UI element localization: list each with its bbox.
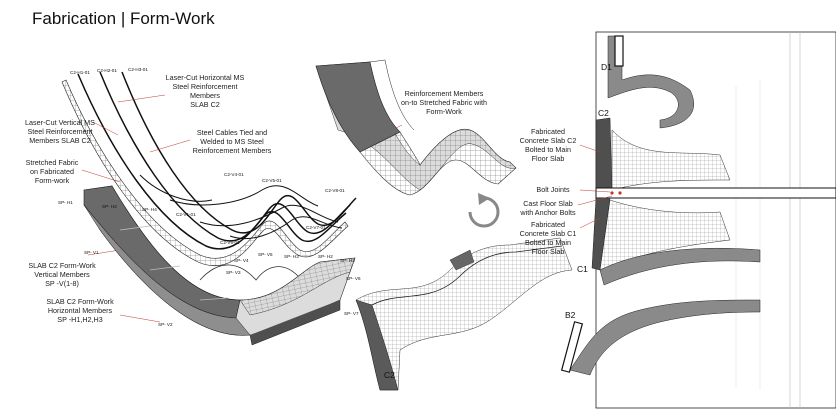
tag-c2-v5: C2-V5-01 bbox=[262, 178, 282, 183]
label-c1: C1 bbox=[577, 264, 588, 274]
svg-text:SLAB C2 Form-Work: SLAB C2 Form-Work bbox=[46, 297, 114, 306]
svg-text:Reinforcement Members: Reinforcement Members bbox=[405, 89, 484, 98]
tag-c2-v4: C2-V4-01 bbox=[224, 172, 244, 177]
svg-text:Fabricated: Fabricated bbox=[531, 220, 565, 229]
label-d1: D1 bbox=[601, 62, 612, 72]
svg-text:Concrete Slab C1: Concrete Slab C1 bbox=[520, 229, 577, 238]
tag-c2-h3: C2-H3-01 bbox=[128, 67, 148, 72]
svg-text:on-to Stretched Fabric with: on-to Stretched Fabric with bbox=[401, 98, 487, 107]
svg-text:Bolted to Main: Bolted to Main bbox=[525, 238, 571, 247]
tag-sp-hm: SP- H4 bbox=[142, 207, 157, 212]
svg-text:Floor Slab: Floor Slab bbox=[532, 154, 565, 163]
tag-sp-h1: SP- H1 bbox=[58, 200, 73, 205]
tag-c2-v8: C2-V8-01 bbox=[325, 188, 345, 193]
annotation-formwork-vertical: SLAB C2 Form-Work Vertical Members SP -V… bbox=[28, 261, 96, 288]
svg-text:Stretched Fabric: Stretched Fabric bbox=[26, 158, 79, 167]
svg-text:SLAB C2: SLAB C2 bbox=[190, 100, 220, 109]
svg-text:on Fabricated: on Fabricated bbox=[30, 167, 74, 176]
svg-text:Cast Floor Slab: Cast Floor Slab bbox=[523, 199, 573, 208]
label-c2-model: C2 bbox=[384, 370, 395, 380]
annotation-formwork-horizontal: SLAB C2 Form-Work Horizontal Members SP … bbox=[46, 297, 114, 324]
reinforcement-cage bbox=[61, 71, 357, 267]
tag-c2-v1: C2-V1-01 bbox=[176, 212, 196, 217]
annotation-cast-floor-slab: Cast Floor Slab with Anchor Bolts bbox=[519, 199, 576, 217]
svg-text:Laser-Cut Vertical MS: Laser-Cut Vertical MS bbox=[25, 118, 95, 127]
svg-text:Bolt Joints: Bolt Joints bbox=[536, 185, 570, 194]
svg-text:Form-Work: Form-Work bbox=[426, 107, 462, 116]
building-section bbox=[560, 31, 836, 409]
annotation-bolt-joints: Bolt Joints bbox=[536, 185, 570, 194]
svg-text:Horizontal Members: Horizontal Members bbox=[48, 306, 113, 315]
tag-sp-h2: SP- H2 bbox=[102, 204, 117, 209]
tag-sp-v2: SP- V2 bbox=[158, 322, 173, 327]
page-title: Fabrication | Form-Work bbox=[32, 9, 215, 28]
tag-c2-h2: C2-H2-01 bbox=[97, 68, 117, 73]
tag-sp-h3: SP- H3 bbox=[284, 254, 299, 259]
svg-text:Members SLAB C2: Members SLAB C2 bbox=[29, 136, 91, 145]
tag-sp-v6: SP- V6 bbox=[346, 276, 361, 281]
tag-sp-v1: SP- V1 bbox=[84, 250, 99, 255]
slab-c2-model bbox=[355, 237, 573, 391]
svg-text:SP -H1,H2,H3: SP -H1,H2,H3 bbox=[57, 315, 102, 324]
svg-text:with Anchor Bolts: with Anchor Bolts bbox=[519, 208, 576, 217]
svg-text:Bolted to Main: Bolted to Main bbox=[525, 145, 571, 154]
svg-text:Form-work: Form-work bbox=[35, 176, 70, 185]
svg-text:Fabricated: Fabricated bbox=[531, 127, 565, 136]
label-b2: B2 bbox=[565, 310, 576, 320]
annotation-fabricated-c2: Fabricated Concrete Slab C2 Bolted to Ma… bbox=[520, 127, 577, 163]
annotation-reinforcement-onto-fabric: Reinforcement Members on-to Stretched Fa… bbox=[401, 89, 487, 116]
svg-text:Welded to MS Steel: Welded to MS Steel bbox=[200, 137, 264, 146]
svg-text:Floor Slab: Floor Slab bbox=[532, 247, 565, 256]
svg-text:Steel Cables Tied and: Steel Cables Tied and bbox=[197, 128, 267, 137]
rotate-arrow-icon bbox=[468, 193, 500, 228]
label-c2-top: C2 bbox=[598, 108, 609, 118]
tag-c2-v6: C2-V6-01 bbox=[220, 240, 240, 245]
tag-c2-v7: C2-V7-01 bbox=[306, 225, 326, 230]
svg-text:Steel Reinforcement: Steel Reinforcement bbox=[172, 82, 237, 91]
tag-sp-h2b: SP- H2 bbox=[318, 254, 333, 259]
tag-sp-v4: SP- V4 bbox=[234, 258, 249, 263]
svg-text:SLAB C2 Form-Work: SLAB C2 Form-Work bbox=[28, 261, 96, 270]
svg-text:Members: Members bbox=[190, 91, 220, 100]
tag-sp-v7: SP- V7 bbox=[344, 311, 359, 316]
annotation-laser-cut-horizontal: Laser-Cut Horizontal MS Steel Reinforcem… bbox=[166, 73, 245, 109]
tag-sp-v5: SP- V5 bbox=[258, 252, 273, 257]
formwork-assembly bbox=[83, 185, 356, 346]
svg-text:Concrete Slab C2: Concrete Slab C2 bbox=[520, 136, 577, 145]
tag-sp-v3: SP- V3 bbox=[226, 270, 241, 275]
tag-c2-h1: C2-H1-01 bbox=[70, 70, 90, 75]
svg-text:Steel Reinforcement: Steel Reinforcement bbox=[27, 127, 92, 136]
svg-text:Reinforcement Members: Reinforcement Members bbox=[193, 146, 272, 155]
annotation-laser-cut-vertical: Laser-Cut Vertical MS Steel Reinforcemen… bbox=[25, 118, 95, 145]
annotation-steel-cables: Steel Cables Tied and Welded to MS Steel… bbox=[193, 128, 272, 155]
leader-lines-left bbox=[81, 94, 403, 323]
tag-sp-h3b: SP- H3 bbox=[340, 258, 355, 263]
svg-text:Vertical Members: Vertical Members bbox=[34, 270, 90, 279]
fabric-with-reinforcement bbox=[315, 59, 517, 196]
leader-lines-right bbox=[577, 144, 613, 229]
svg-text:SP -V(1-8): SP -V(1-8) bbox=[45, 279, 79, 288]
svg-text:Laser-Cut Horizontal MS: Laser-Cut Horizontal MS bbox=[166, 73, 245, 82]
annotation-stretched-fabric: Stretched Fabric on Fabricated Form-work bbox=[26, 158, 79, 185]
annotation-fabricated-c1: Fabricated Concrete Slab C1 Bolted to Ma… bbox=[520, 220, 577, 256]
